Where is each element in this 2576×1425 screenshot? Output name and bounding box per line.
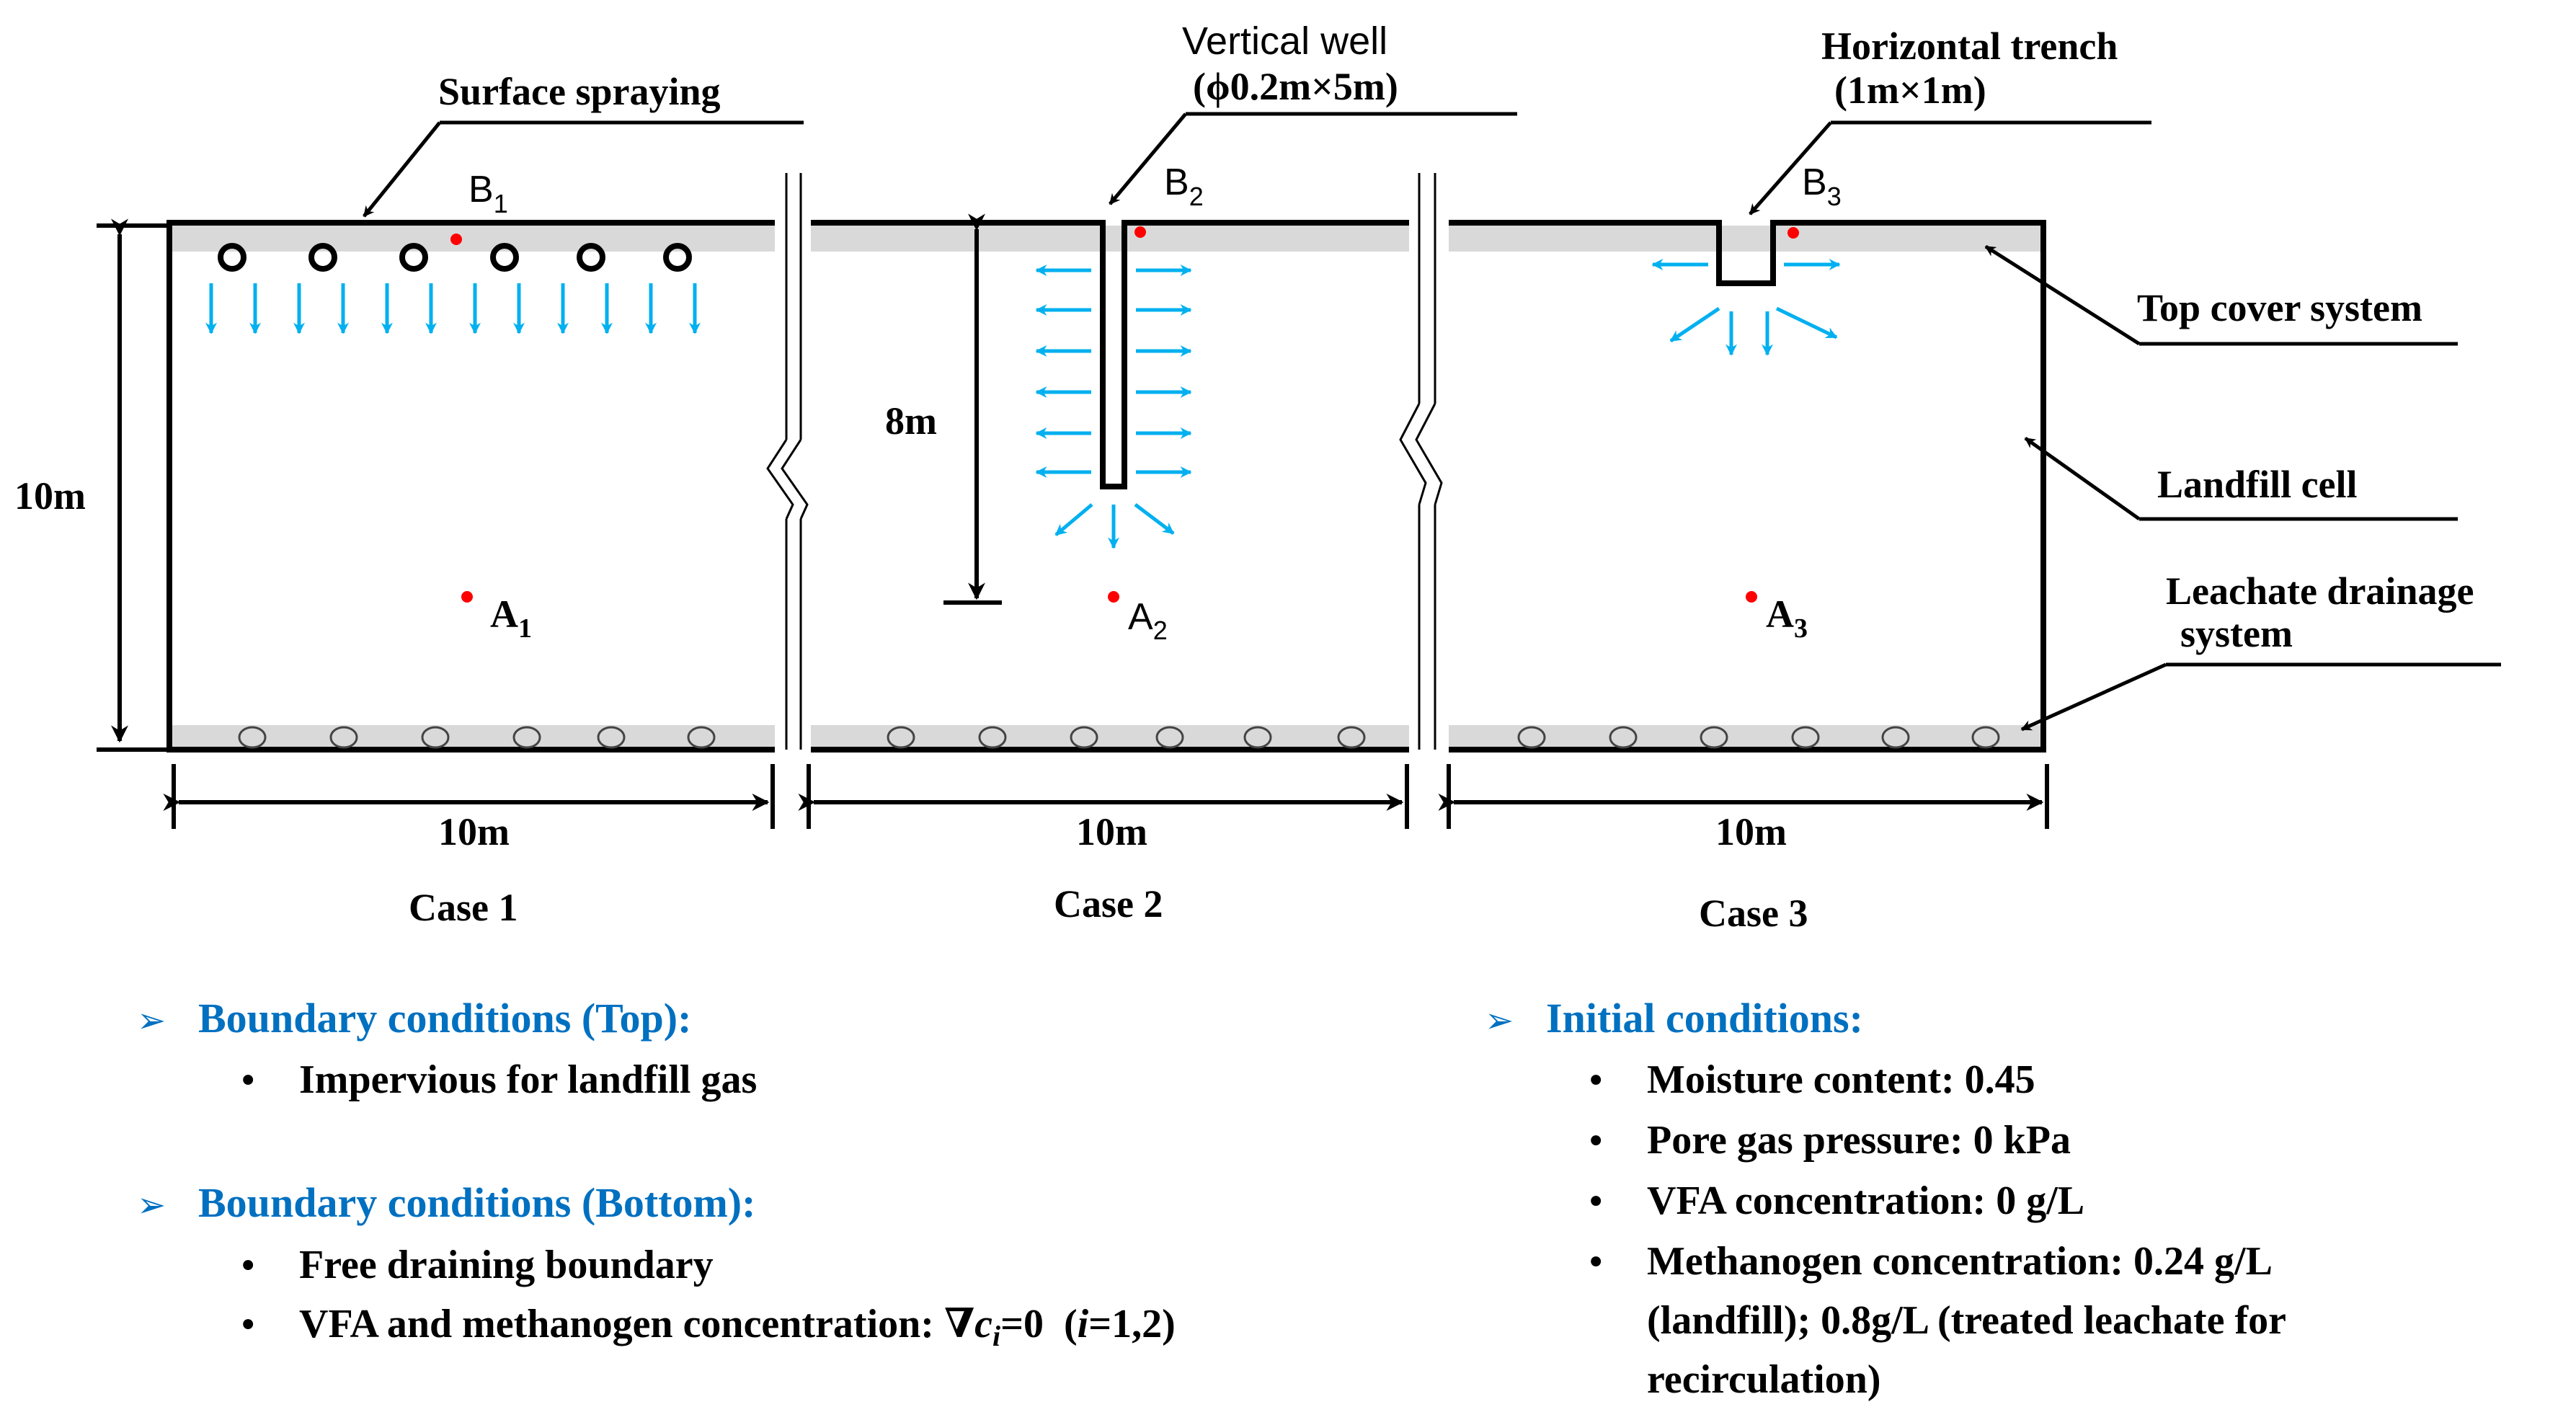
label-width-2: 10m (1076, 810, 1147, 853)
heading-marker: ➢ (137, 1185, 166, 1225)
bullet: • (238, 1246, 258, 1287)
initial-heading: Initial conditions: (1546, 995, 1863, 1042)
bullet: • (1586, 1243, 1606, 1283)
heading-marker: ➢ (137, 1000, 166, 1041)
label-leachate-drainage-system: system (2180, 612, 2293, 655)
spray-pipes (218, 243, 692, 272)
boundary-bottom-heading: Boundary conditions (Bottom): (198, 1179, 755, 1226)
boundary-top-heading: Boundary conditions (Top): (198, 995, 691, 1042)
dimension-well-depth (943, 213, 1002, 605)
case-1-label: Case 1 (409, 886, 518, 929)
initial-item-1: Moisture content: 0.45 (1647, 1057, 2035, 1102)
bullet: • (1586, 1182, 1606, 1222)
boundary-top-section: ➢ Boundary conditions (Top): • Imperviou… (137, 995, 757, 1102)
initial-item-4: Methanogen concentration: 0.24 g/L (1647, 1239, 2273, 1284)
initial-item-2: Pore gas pressure: 0 kPa (1647, 1118, 2071, 1163)
heading-marker: ➢ (1485, 1000, 1514, 1041)
bullet: • (238, 1061, 258, 1101)
boundary-bottom-item-2: VFA and methanogen concentration: ∇ci=0 … (299, 1302, 1176, 1352)
spray-flow-arrows (205, 283, 701, 334)
boundary-top-item: Impervious for landfill gas (299, 1057, 757, 1102)
label-width-1: 10m (438, 810, 510, 853)
cell-outline (166, 220, 2046, 753)
initial-item-4-cont-1: (landfill); 0.8g/L (treated leachate for (1647, 1298, 2286, 1343)
label-vertical-well-dims: (ϕ0.2m×5m) (1193, 65, 1398, 108)
point-b3: B3 (1802, 161, 1842, 211)
point-b2: B2 (1164, 161, 1204, 211)
point-a1: A1 (490, 592, 532, 644)
bullet: • (1586, 1061, 1606, 1101)
label-top-cover-system: Top cover system (2137, 286, 2422, 329)
point-a3: A3 (1766, 592, 1808, 644)
case-2-label: Case 2 (1054, 882, 1163, 925)
label-height: 10m (14, 474, 86, 518)
well-flow-arrows (1035, 264, 1192, 549)
bullet: • (238, 1305, 258, 1346)
boundary-bottom-section: ➢ Boundary conditions (Bottom): • Free d… (137, 1179, 1176, 1352)
drainage-layer (169, 725, 2043, 750)
boundary-bottom-item-1: Free draining boundary (299, 1243, 714, 1287)
dimension-height (97, 218, 169, 752)
break-lines (766, 173, 1443, 750)
monitoring-points (450, 226, 1799, 603)
label-horizontal-trench: Horizontal trench (1821, 25, 2118, 68)
label-horizontal-trench-dims: (1m×1m) (1834, 68, 1986, 112)
label-leachate-drainage: Leachate drainage (2166, 569, 2474, 613)
trench-flow-arrows (1651, 258, 1841, 356)
point-a2: A2 (1128, 596, 1168, 645)
point-b1: B1 (468, 169, 508, 218)
initial-item-3: VFA concentration: 0 g/L (1647, 1178, 2084, 1223)
leader-lines (363, 112, 2501, 732)
bullet: • (1586, 1122, 1606, 1162)
label-width-3: 10m (1715, 810, 1787, 853)
initial-item-4-cont-2: recirculation) (1647, 1357, 1881, 1402)
case-3-label: Case 3 (1699, 892, 1808, 935)
label-surface-spraying: Surface spraying (438, 70, 721, 113)
dimension-widths (163, 764, 2049, 829)
initial-conditions-section: ➢ Initial conditions: • Moisture content… (1485, 995, 2286, 1402)
top-cover-layer (169, 226, 2043, 252)
label-landfill-cell: Landfill cell (2157, 463, 2358, 506)
drainage-pipes (238, 726, 2000, 749)
label-vertical-well: Vertical well (1182, 19, 1387, 63)
label-well-depth: 8m (885, 399, 937, 443)
